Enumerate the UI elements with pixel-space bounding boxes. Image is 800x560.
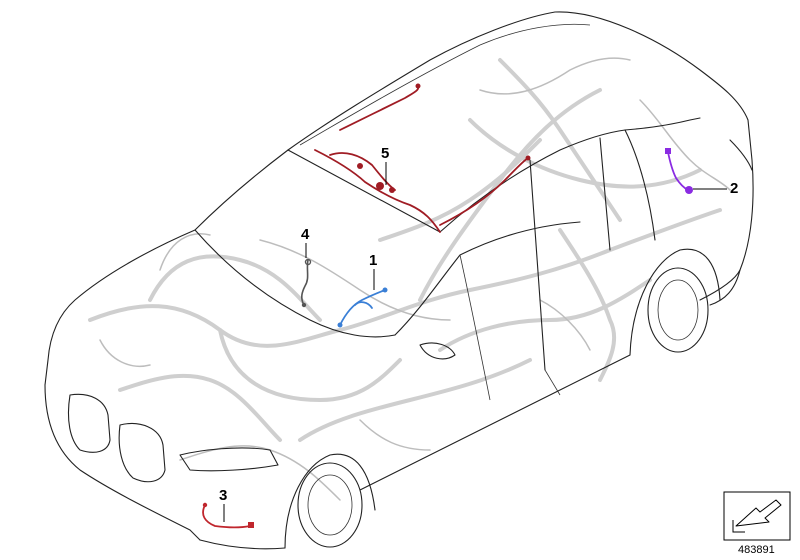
background-harnesses xyxy=(88,57,731,501)
tailgate-harness-2 xyxy=(665,148,693,194)
callout-3[interactable]: 3 xyxy=(219,487,227,522)
vehicle-outline xyxy=(44,11,754,550)
svg-text:1: 1 xyxy=(369,252,377,269)
arrow-box-icon xyxy=(723,491,791,541)
roof-harness-5 xyxy=(314,83,531,233)
svg-text:5: 5 xyxy=(381,145,389,162)
dash-harness-1 xyxy=(337,287,388,328)
callout-4[interactable]: 4 xyxy=(301,226,310,258)
harness-4 xyxy=(300,258,312,308)
callout-5[interactable]: 5 xyxy=(381,145,389,185)
callout-1[interactable]: 1 xyxy=(369,252,377,290)
reference-number: 483891 xyxy=(738,544,775,556)
callout-2[interactable]: 2 xyxy=(693,180,738,197)
svg-text:2: 2 xyxy=(730,180,738,197)
svg-text:3: 3 xyxy=(219,487,227,504)
svg-text:4: 4 xyxy=(301,226,310,243)
front-harness-3 xyxy=(202,502,254,529)
